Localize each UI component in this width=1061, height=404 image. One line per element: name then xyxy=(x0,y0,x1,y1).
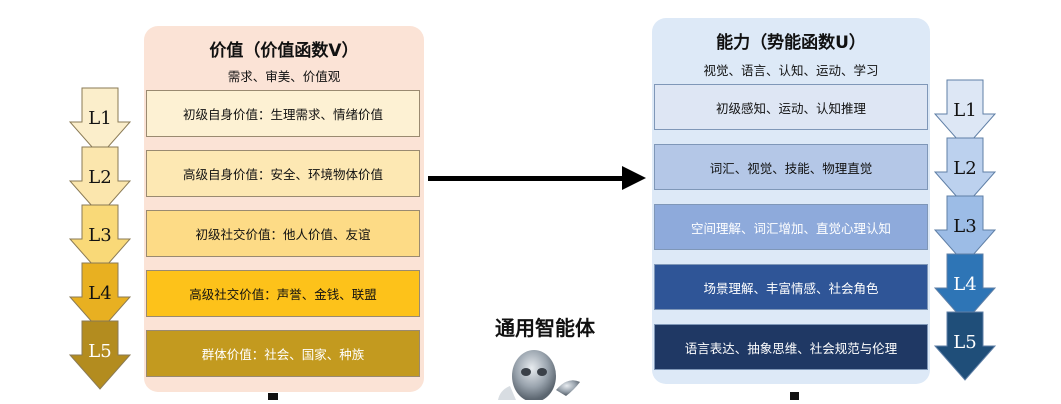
ability-level-arrow-3: L3 xyxy=(933,195,997,265)
value-level-label-3: L3 xyxy=(88,225,112,246)
ability-level-box-4: 场景理解、丰富情感、社会角色 xyxy=(654,264,928,310)
ability-level-label-1: L1 xyxy=(953,100,977,121)
ability-level-label-2: L2 xyxy=(953,158,977,179)
ability-level-box-1: 初级感知、运动、认知推理 xyxy=(654,84,928,130)
value-level-box-3: 初级社交价值：他人价值、友谊 xyxy=(146,210,420,257)
value-level-arrow-3: L3 xyxy=(68,204,132,274)
general-agent-title: 通用智能体 xyxy=(495,316,595,340)
value-level-label-1: L1 xyxy=(88,108,112,129)
value-level-arrow-1: L1 xyxy=(68,87,132,157)
value-to-ability-arrow-line xyxy=(428,176,624,181)
value-level-arrow-5: L5 xyxy=(68,320,132,390)
value-level-box-4: 高级社交价值：声誉、金钱、联盟 xyxy=(146,270,420,317)
value-panel-title: 价值（价值函数V） xyxy=(209,41,359,61)
value-level-box-2: 高级自身价值：安全、环境物体价值 xyxy=(146,150,420,197)
ability-level-label-3: L3 xyxy=(953,216,977,237)
robot-icon xyxy=(496,346,596,402)
value-to-ability-arrow-head xyxy=(622,166,646,190)
ability-level-box-5: 语言表达、抽象思维、社会规范与伦理 xyxy=(654,324,928,370)
ability-level-label-5: L5 xyxy=(953,332,977,353)
ability-level-arrow-2: L2 xyxy=(933,137,997,207)
ability-level-box-3: 空间理解、词汇增加、直觉心理认知 xyxy=(654,204,928,250)
value-level-box-5: 群体价值：社会、国家、种族 xyxy=(146,330,420,377)
value-panel: 价值（价值函数V） 需求、审美、价值观 初级自身价值：生理需求、情绪价值 高级自… xyxy=(144,26,424,392)
bottom-connector-left xyxy=(268,393,278,400)
ability-level-arrow-5: L5 xyxy=(933,311,997,381)
value-level-box-1: 初级自身价值：生理需求、情绪价值 xyxy=(146,90,420,137)
value-level-arrow-2: L2 xyxy=(68,146,132,216)
value-level-label-4: L4 xyxy=(88,283,112,304)
ability-panel-subtitle: 视觉、语言、认知、运动、学习 xyxy=(703,63,879,78)
ability-level-arrow-1: L1 xyxy=(933,79,997,149)
value-level-arrow-4: L4 xyxy=(68,262,132,332)
ability-level-box-2: 词汇、视觉、技能、物理直觉 xyxy=(654,144,928,190)
bottom-connector-right xyxy=(790,392,799,400)
value-panel-subtitle: 需求、审美、价值观 xyxy=(227,69,341,84)
ability-panel-title: 能力（势能函数U） xyxy=(716,33,866,53)
ability-level-arrow-4: L4 xyxy=(933,253,997,323)
value-level-label-5: L5 xyxy=(88,341,112,362)
value-level-label-2: L2 xyxy=(88,167,112,188)
ability-panel: 能力（势能函数U） 视觉、语言、认知、运动、学习 初级感知、运动、认知推理 词汇… xyxy=(652,18,930,384)
ability-level-label-4: L4 xyxy=(953,274,977,295)
